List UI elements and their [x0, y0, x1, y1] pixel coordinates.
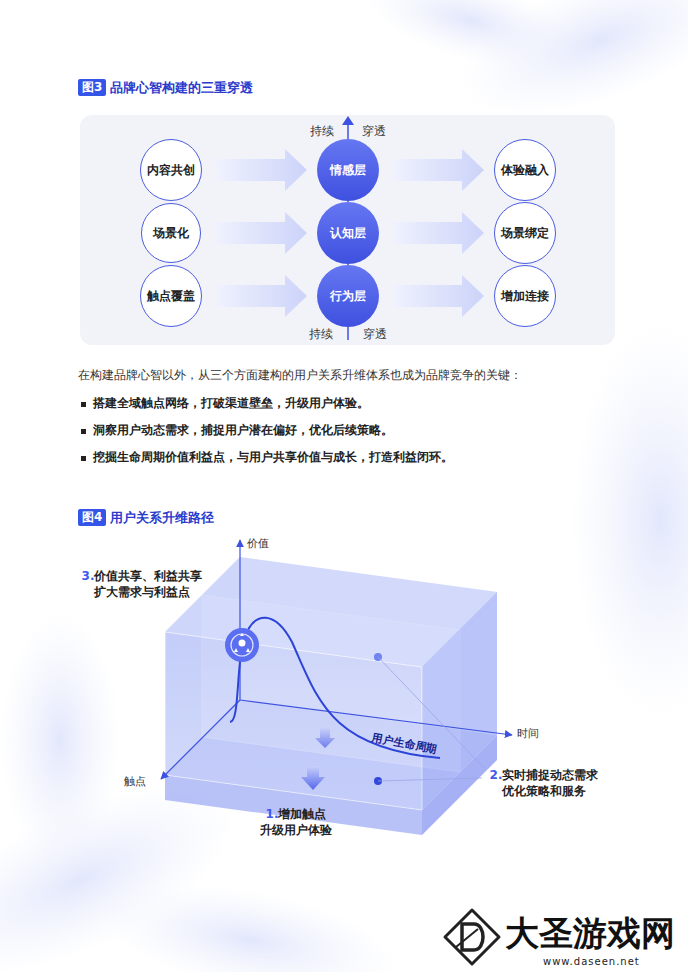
- down-arrows: [301, 728, 335, 790]
- node-text: 场景化: [153, 225, 189, 242]
- axes: [161, 540, 512, 779]
- flow-arrow: [389, 212, 484, 254]
- axis-label: 价值: [247, 537, 269, 551]
- bullet-square: [81, 402, 86, 407]
- decor-shape: [239, 640, 246, 647]
- node-text: 触点覆盖: [147, 288, 195, 305]
- callout: 2.实时捕捉动态需求 优化策略和服务: [482, 767, 606, 799]
- watermark: www.daseen.net: [543, 956, 640, 969]
- topic-circle: 场景化: [141, 203, 201, 263]
- value-box: [165, 557, 497, 835]
- decor-shape: [301, 766, 325, 790]
- node-text: 场景绑定: [501, 225, 549, 242]
- node-text: 体验融入: [501, 162, 549, 179]
- callout: 1.增加触点 升级用户体验: [252, 806, 340, 838]
- decor-shape: [570, 320, 688, 720]
- layer-circle: 情感层: [317, 139, 379, 201]
- bullet-text: 挖掘生命周期价值利益点，与用户共享价值与成长，打造利益闭环。: [93, 450, 453, 465]
- decor-shape: [161, 700, 240, 779]
- axis-label: 时间: [517, 727, 539, 741]
- flow-arrow: [211, 212, 307, 254]
- bullet-text: 洞察用户动态需求，捕捉用户潜在偏好，优化后续策略。: [93, 423, 393, 438]
- decor-shape: [240, 700, 512, 735]
- leader-lines: [374, 653, 484, 785]
- topic-circle: 内容共创: [140, 139, 202, 201]
- axis-label: 穿透: [363, 327, 387, 342]
- bullet-square: [81, 456, 86, 461]
- lifecycle-curve: [230, 618, 440, 758]
- callout-number: 1.: [266, 807, 279, 821]
- axis-label: 触点: [124, 775, 146, 789]
- callout-number: 2.: [490, 768, 503, 782]
- decor-shape: [94, 865, 407, 972]
- watermark: 大圣游戏网: [505, 912, 675, 955]
- bullet-text: 搭建全域触点网络，打破渠道壁垒，升级用户体验。: [93, 396, 369, 411]
- node-text: 增加连接: [501, 288, 549, 305]
- figure-number: 图3: [78, 79, 106, 96]
- figure-panel: [80, 115, 615, 345]
- node-text: 情感层: [330, 162, 366, 179]
- node-text: 行为层: [330, 288, 366, 305]
- decor-shape: [378, 778, 482, 781]
- value-icon: [225, 628, 259, 662]
- topic-circle: 增加连接: [494, 265, 556, 327]
- decor-shape: [234, 648, 238, 652]
- figure-title: 品牌心智构建的三重穿透: [110, 80, 253, 96]
- flow-arrow: [389, 275, 484, 317]
- decor-shape: [246, 648, 250, 652]
- layer-circle: 认知层: [317, 202, 379, 264]
- callout-text: 实时捕捉动态需求 优化策略和服务: [502, 768, 598, 798]
- decor-shape: [315, 728, 335, 748]
- decor-shape: [456, 929, 478, 947]
- node-text: 内容共创: [147, 162, 195, 179]
- figure-title: 用户关系升维路径: [110, 510, 214, 526]
- flow-arrow: [212, 275, 307, 317]
- decor-shape: [165, 632, 422, 810]
- callout-number: 3.: [82, 569, 95, 583]
- decor-shape: [0, 610, 120, 870]
- paragraph: 在构建品牌心智以外，从三个方面建构的用户关系升维体系也成为品牌竞争的关键：: [78, 368, 522, 383]
- axis-label: 持续: [309, 327, 333, 342]
- callout-text: 价值共享、利益共享 扩大需求与利益点: [94, 569, 202, 599]
- flow-arrow: [389, 149, 484, 191]
- callout: 3.价值共享、利益共享 扩大需求与利益点: [74, 568, 210, 600]
- decor-shape: [240, 633, 244, 636]
- axis-line: [347, 327, 349, 340]
- topic-circle: 场景绑定: [494, 202, 556, 264]
- axis-arrowhead: [342, 116, 354, 125]
- watermark-logo: [445, 910, 499, 964]
- topic-circle: 触点覆盖: [140, 265, 202, 327]
- flow-arrow: [212, 149, 307, 191]
- decor-shape: [422, 592, 497, 810]
- layer-circle: 行为层: [317, 265, 379, 327]
- bullet-square: [81, 429, 86, 434]
- node-text: 认知层: [330, 225, 366, 242]
- decor-shape: [462, 924, 483, 950]
- axis-label: 穿透: [362, 124, 386, 139]
- axis-label: 持续: [310, 124, 334, 139]
- decor-shape: [225, 628, 259, 662]
- decor-shape: [231, 634, 253, 656]
- decor-shape: [353, 0, 586, 87]
- topic-circle: 体验融入: [494, 139, 556, 201]
- decor-shape: [445, 910, 499, 964]
- figure-number: 图4: [78, 509, 106, 526]
